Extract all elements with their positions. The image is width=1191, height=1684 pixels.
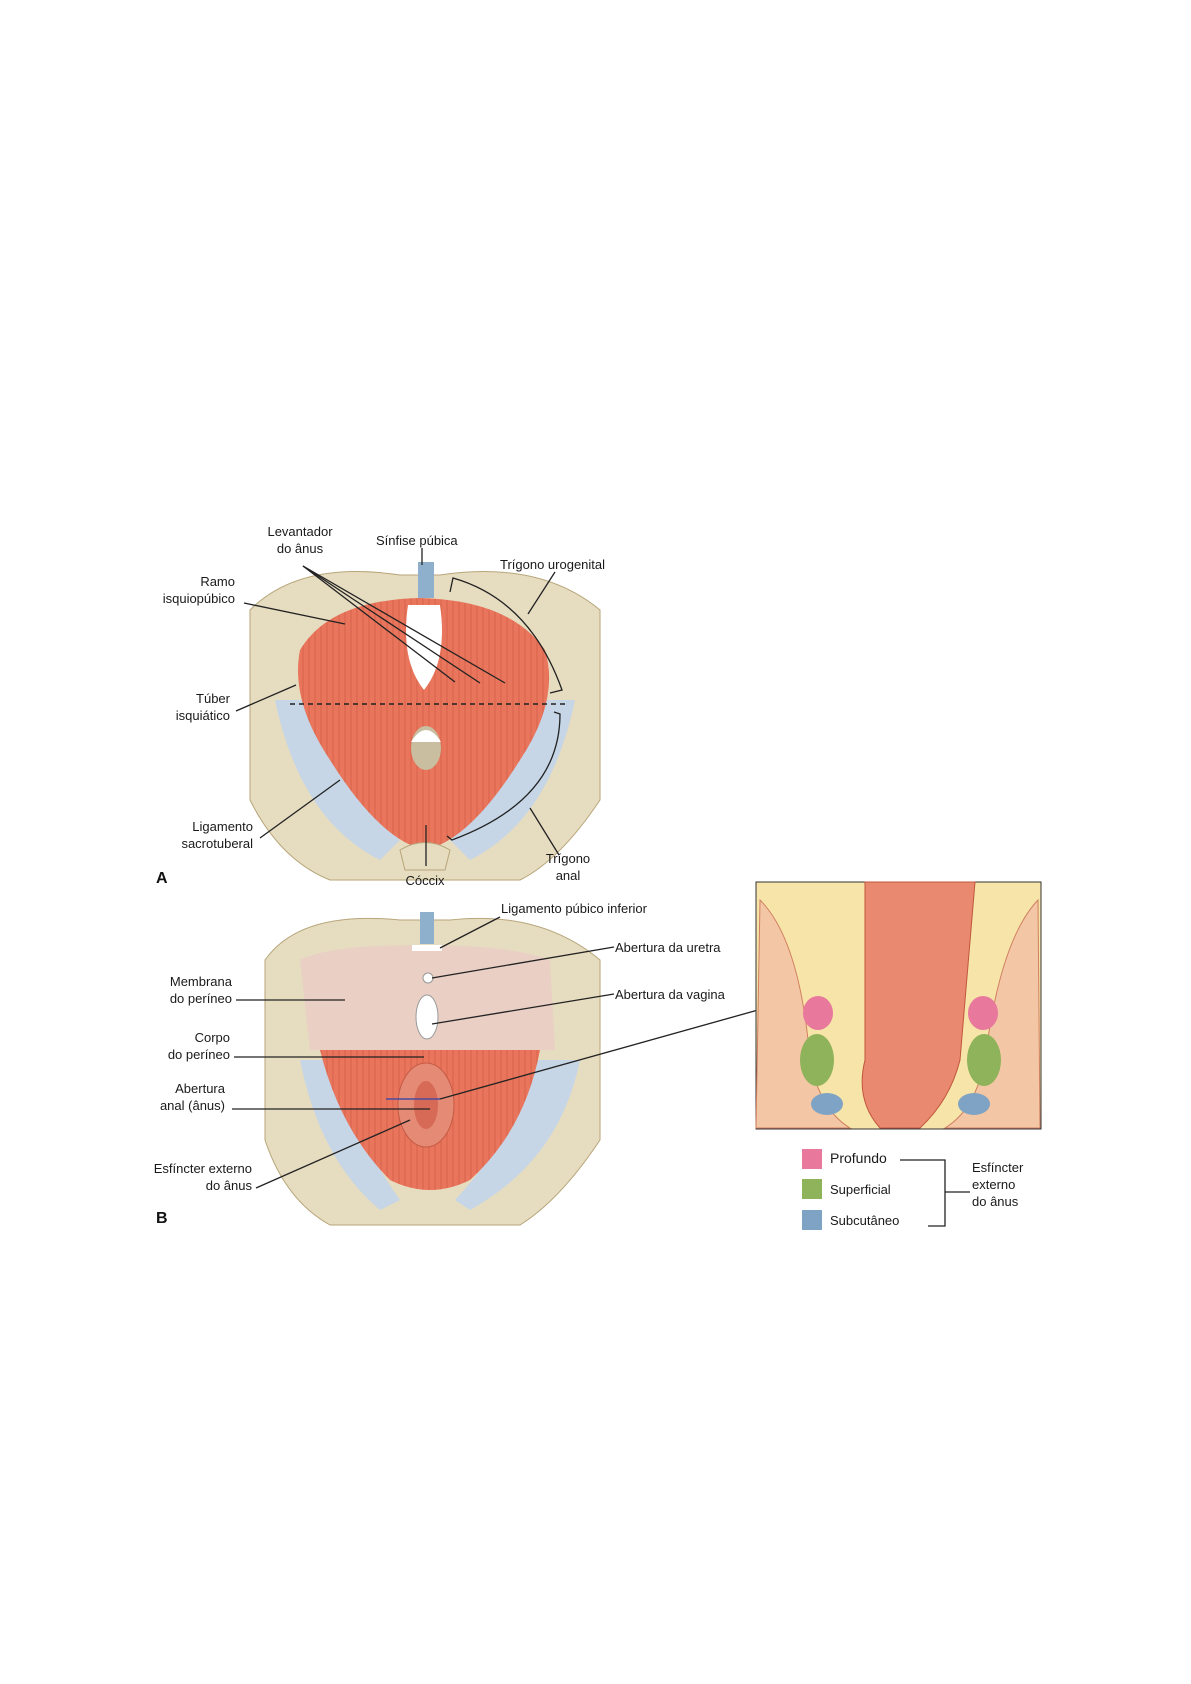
coccyx [399, 842, 451, 871]
label-pubic-symphysis: Sínfise púbica [376, 533, 458, 548]
legend-swatch-superficial [802, 1179, 822, 1199]
panel-letter-a: A [156, 870, 168, 887]
legend-label-superficial: Superficial [830, 1182, 891, 1197]
label-vaginal-opening: Abertura da vagina [615, 987, 725, 1002]
label-coccyx: Cóccix [405, 873, 445, 888]
legend-label-subcutaneous: Subcutâneo [830, 1213, 900, 1228]
pubic-symphysis [418, 562, 434, 598]
legend-bracket [900, 1159, 970, 1227]
sacrotuberal-ligament-right [450, 700, 575, 860]
leader-lines-b [232, 916, 759, 1189]
sacrotuberal-ligament-left [275, 700, 400, 860]
label-inferior-pubic-ligament: Ligamento púbico inferior [501, 901, 647, 916]
label-urethral-opening: Abertura da uretra [615, 940, 721, 955]
pelvis-a [249, 562, 601, 881]
legend-swatch-deep [802, 1149, 822, 1169]
sphincter-inset [755, 881, 1042, 1130]
leader-lines-a [235, 548, 563, 866]
pelvis-b [264, 912, 601, 1226]
panel-letter-b: B [156, 1210, 168, 1227]
legend-label-deep: Profundo [830, 1150, 887, 1166]
legend-swatch-subcutaneous [802, 1210, 822, 1230]
levator-ani-muscle [298, 598, 550, 850]
label-urogenital-triangle: Trígono urogenital [500, 557, 606, 572]
